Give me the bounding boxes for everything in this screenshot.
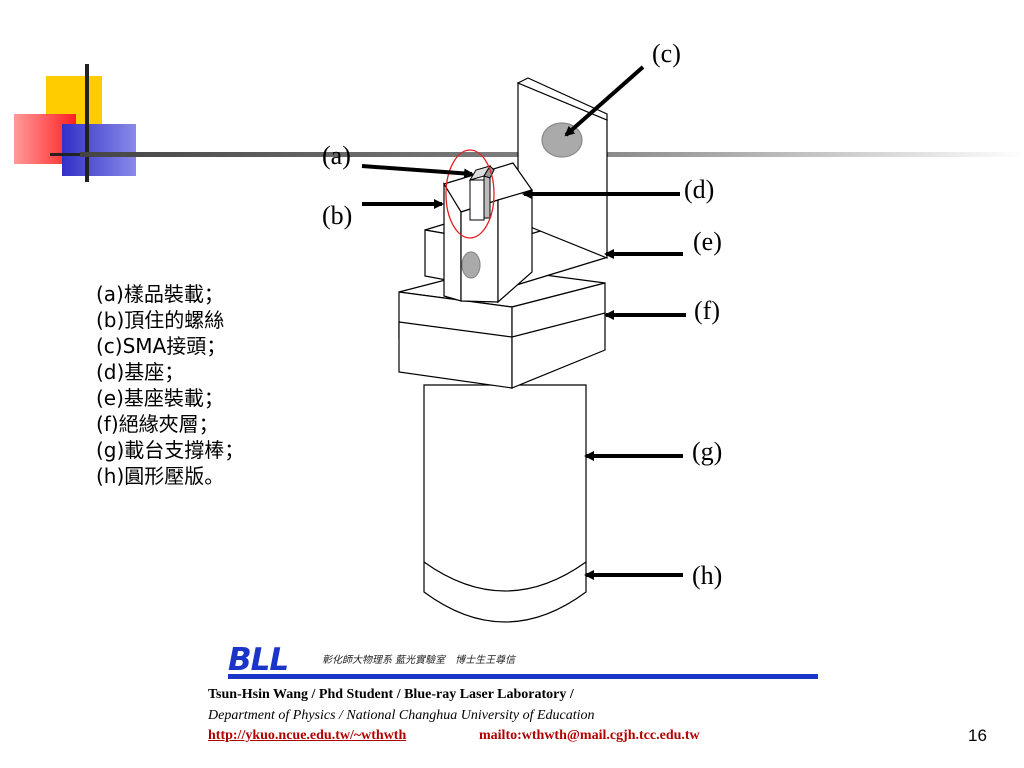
legend-item-g: (g)載台支撐棒；	[96, 438, 245, 462]
parts-legend: (a)樣品裝載； (b)頂住的螺絲 (c)SMA接頭； (d)基座； (e)基座…	[96, 281, 356, 489]
label-a: (a)	[322, 141, 351, 170]
lab-caption: 彰化師大物理系 藍光實驗室 博士生王尊信	[322, 655, 516, 666]
author-line: Tsun-Hsin Wang / Phd Student / Blue-ray …	[208, 687, 574, 702]
highlight-circle	[445, 149, 495, 239]
callout-arrows	[361, 65, 686, 580]
label-b: (b)	[322, 201, 352, 230]
legend-item-f: (f)絕緣夾層；	[96, 412, 219, 436]
label-c: (c)	[652, 39, 681, 68]
label-f: (f)	[694, 296, 720, 325]
sample-holder	[468, 165, 495, 221]
corner-decoration	[14, 64, 136, 182]
brand-logo: BLL	[228, 642, 289, 678]
page-number: 16	[968, 726, 987, 745]
support-rod	[423, 384, 587, 623]
label-g: (g)	[692, 437, 722, 466]
label-d: (d)	[684, 175, 714, 204]
legend-item-d: (d)基座；	[96, 360, 185, 384]
legend-item-b: (b)頂住的螺絲	[96, 308, 225, 332]
brand-underline	[228, 674, 818, 679]
label-h: (h)	[692, 561, 722, 590]
legend-item-h: (h)圓形壓版。	[96, 464, 225, 488]
label-e: (e)	[693, 227, 722, 256]
legend-item-e: (e)基座裝載；	[96, 386, 224, 410]
legend-item-c: (c)SMA接頭；	[96, 334, 227, 358]
legend-item-a: (a)樣品裝載；	[96, 282, 224, 306]
homepage-link[interactable]: http://ykuo.ncue.edu.tw/~wthwth	[208, 728, 407, 743]
department-line: Department of Physics / National Changhu…	[208, 708, 595, 723]
email-link[interactable]: mailto:wthwth@mail.cgjh.tcc.edu.tw	[479, 728, 700, 743]
